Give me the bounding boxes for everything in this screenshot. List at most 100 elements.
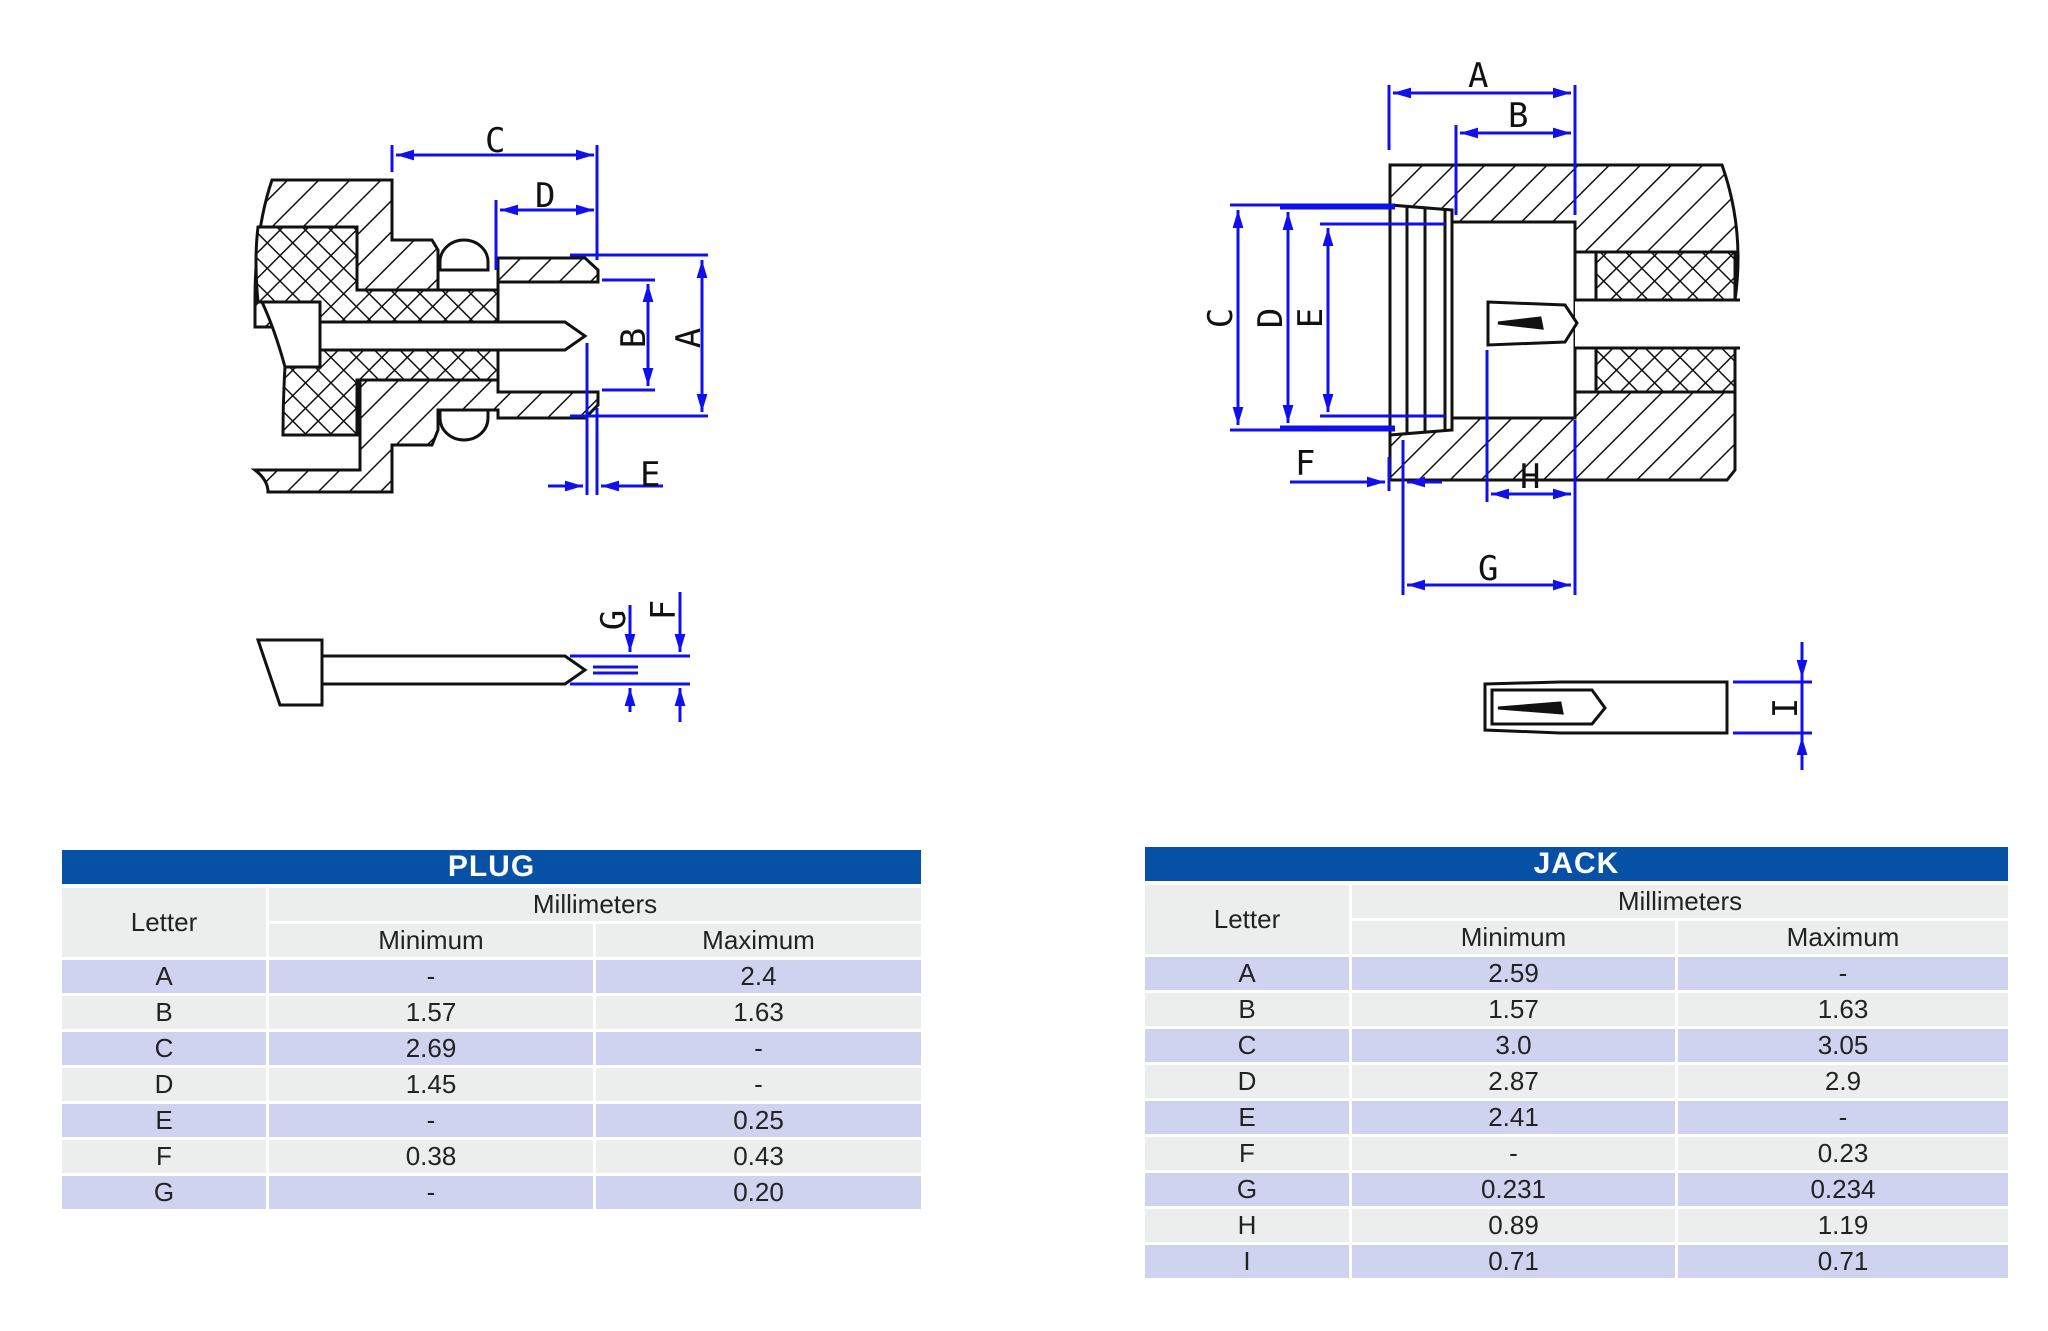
jack-letter-header: Letter xyxy=(1145,885,1352,957)
plug-max-cell: - xyxy=(596,1032,922,1068)
plug-dim-label-d: D xyxy=(535,176,555,216)
plug-dim-label-f: F xyxy=(644,600,684,620)
plug-min-cell: 1.57 xyxy=(269,996,596,1032)
plug-min-cell: 2.69 xyxy=(269,1032,596,1068)
jack-letter-cell: A xyxy=(1145,957,1352,993)
jack-dielectric-upper xyxy=(1594,250,1737,302)
jack-letter-cell: H xyxy=(1145,1209,1352,1245)
plug-center-pin xyxy=(318,320,588,352)
jack-max-cell: 1.19 xyxy=(1678,1209,2008,1245)
jack-max-cell: 0.234 xyxy=(1678,1173,2008,1209)
plug-cross-section xyxy=(250,178,600,494)
plug-letter-cell: E xyxy=(62,1104,269,1140)
plug-letter-cell: F xyxy=(62,1140,269,1176)
plug-max-cell: - xyxy=(596,1068,922,1104)
plug-ball-upper xyxy=(438,238,490,272)
jack-max-cell: - xyxy=(1678,1101,2008,1137)
plug-letter-header: Letter xyxy=(62,888,269,960)
plug-table-row: E-0.25 xyxy=(62,1104,922,1140)
jack-max-cell: 1.63 xyxy=(1678,993,2008,1029)
jack-dielectric-lower xyxy=(1594,346,1737,394)
jack-spec-table: JACK Letter Millimeters Minimum Maximum … xyxy=(1145,847,2008,1281)
plug-unit-header: Millimeters xyxy=(269,888,922,924)
jack-dim-label-d: D xyxy=(1251,308,1291,328)
jack-table-row: F-0.23 xyxy=(1145,1137,2008,1173)
plug-max-cell: 0.25 xyxy=(596,1104,922,1140)
plug-table-title: PLUG xyxy=(62,850,922,888)
jack-pin-dimensions xyxy=(1733,642,1812,770)
plug-dim-label-c: C xyxy=(485,121,505,161)
jack-letter-cell: E xyxy=(1145,1101,1352,1137)
plug-pin-detail xyxy=(255,638,588,707)
jack-min-cell: 0.231 xyxy=(1352,1173,1678,1209)
plug-letter-cell: A xyxy=(62,960,269,996)
jack-pin-detail xyxy=(1483,680,1729,735)
plug-min-header: Minimum xyxy=(269,924,596,960)
jack-min-cell: 2.87 xyxy=(1352,1065,1678,1101)
jack-min-header: Minimum xyxy=(1352,921,1678,957)
plug-letter-cell: D xyxy=(62,1068,269,1104)
jack-max-cell: 3.05 xyxy=(1678,1029,2008,1065)
plug-dim-label-g: G xyxy=(594,610,634,630)
jack-min-cell: 2.59 xyxy=(1352,957,1678,993)
plug-min-cell: 1.45 xyxy=(269,1068,596,1104)
plug-max-cell: 1.63 xyxy=(596,996,922,1032)
jack-max-cell: 2.9 xyxy=(1678,1065,2008,1101)
jack-min-cell: 0.71 xyxy=(1352,1245,1678,1281)
plug-table-row: G-0.20 xyxy=(62,1176,922,1212)
jack-entry-rings xyxy=(1388,203,1454,437)
jack-dim-label-f: F xyxy=(1295,444,1315,484)
plug-max-cell: 0.20 xyxy=(596,1176,922,1212)
jack-letter-cell: C xyxy=(1145,1029,1352,1065)
jack-dim-label-b: B xyxy=(1508,96,1528,136)
jack-dim-label-h: H xyxy=(1520,457,1540,497)
jack-dimensions xyxy=(1230,85,1577,595)
plug-dim-label-a: A xyxy=(669,328,709,348)
jack-max-cell: 0.71 xyxy=(1678,1245,2008,1281)
plug-max-header: Maximum xyxy=(596,924,922,960)
jack-dim-label-i: I xyxy=(1766,698,1806,718)
plug-dim-label-b: B xyxy=(614,328,654,348)
plug-min-cell: - xyxy=(269,960,596,996)
plug-letter-cell: G xyxy=(62,1176,269,1212)
jack-dim-label-g: G xyxy=(1478,549,1498,589)
jack-unit-header: Millimeters xyxy=(1352,885,2008,921)
plug-min-cell: - xyxy=(269,1104,596,1140)
jack-min-cell: 0.89 xyxy=(1352,1209,1678,1245)
jack-letter-cell: I xyxy=(1145,1245,1352,1281)
plug-dielectric-upper xyxy=(254,225,500,324)
plug-table-row: A-2.4 xyxy=(62,960,922,996)
jack-letter-cell: G xyxy=(1145,1173,1352,1209)
plug-ball-lower xyxy=(438,408,490,442)
jack-dim-label-c: C xyxy=(1201,308,1241,328)
jack-cross-section xyxy=(1388,163,1745,482)
jack-dim-label-e: E xyxy=(1291,308,1331,328)
jack-letter-cell: D xyxy=(1145,1065,1352,1101)
plug-pin-dimensions xyxy=(570,592,690,722)
jack-letter-cell: B xyxy=(1145,993,1352,1029)
jack-max-cell: - xyxy=(1678,957,2008,993)
plug-body-lower xyxy=(250,378,600,494)
plug-min-cell: 0.38 xyxy=(269,1140,596,1176)
plug-spec-table: PLUG Letter Millimeters Minimum Maximum … xyxy=(62,850,922,1212)
jack-bore xyxy=(1575,300,1745,348)
jack-max-header: Maximum xyxy=(1678,921,2008,957)
jack-min-cell: - xyxy=(1352,1137,1678,1173)
plug-min-cell: - xyxy=(269,1176,596,1212)
plug-max-cell: 2.4 xyxy=(596,960,922,996)
jack-table-title: JACK xyxy=(1145,847,2008,885)
jack-min-cell: 1.57 xyxy=(1352,993,1678,1029)
